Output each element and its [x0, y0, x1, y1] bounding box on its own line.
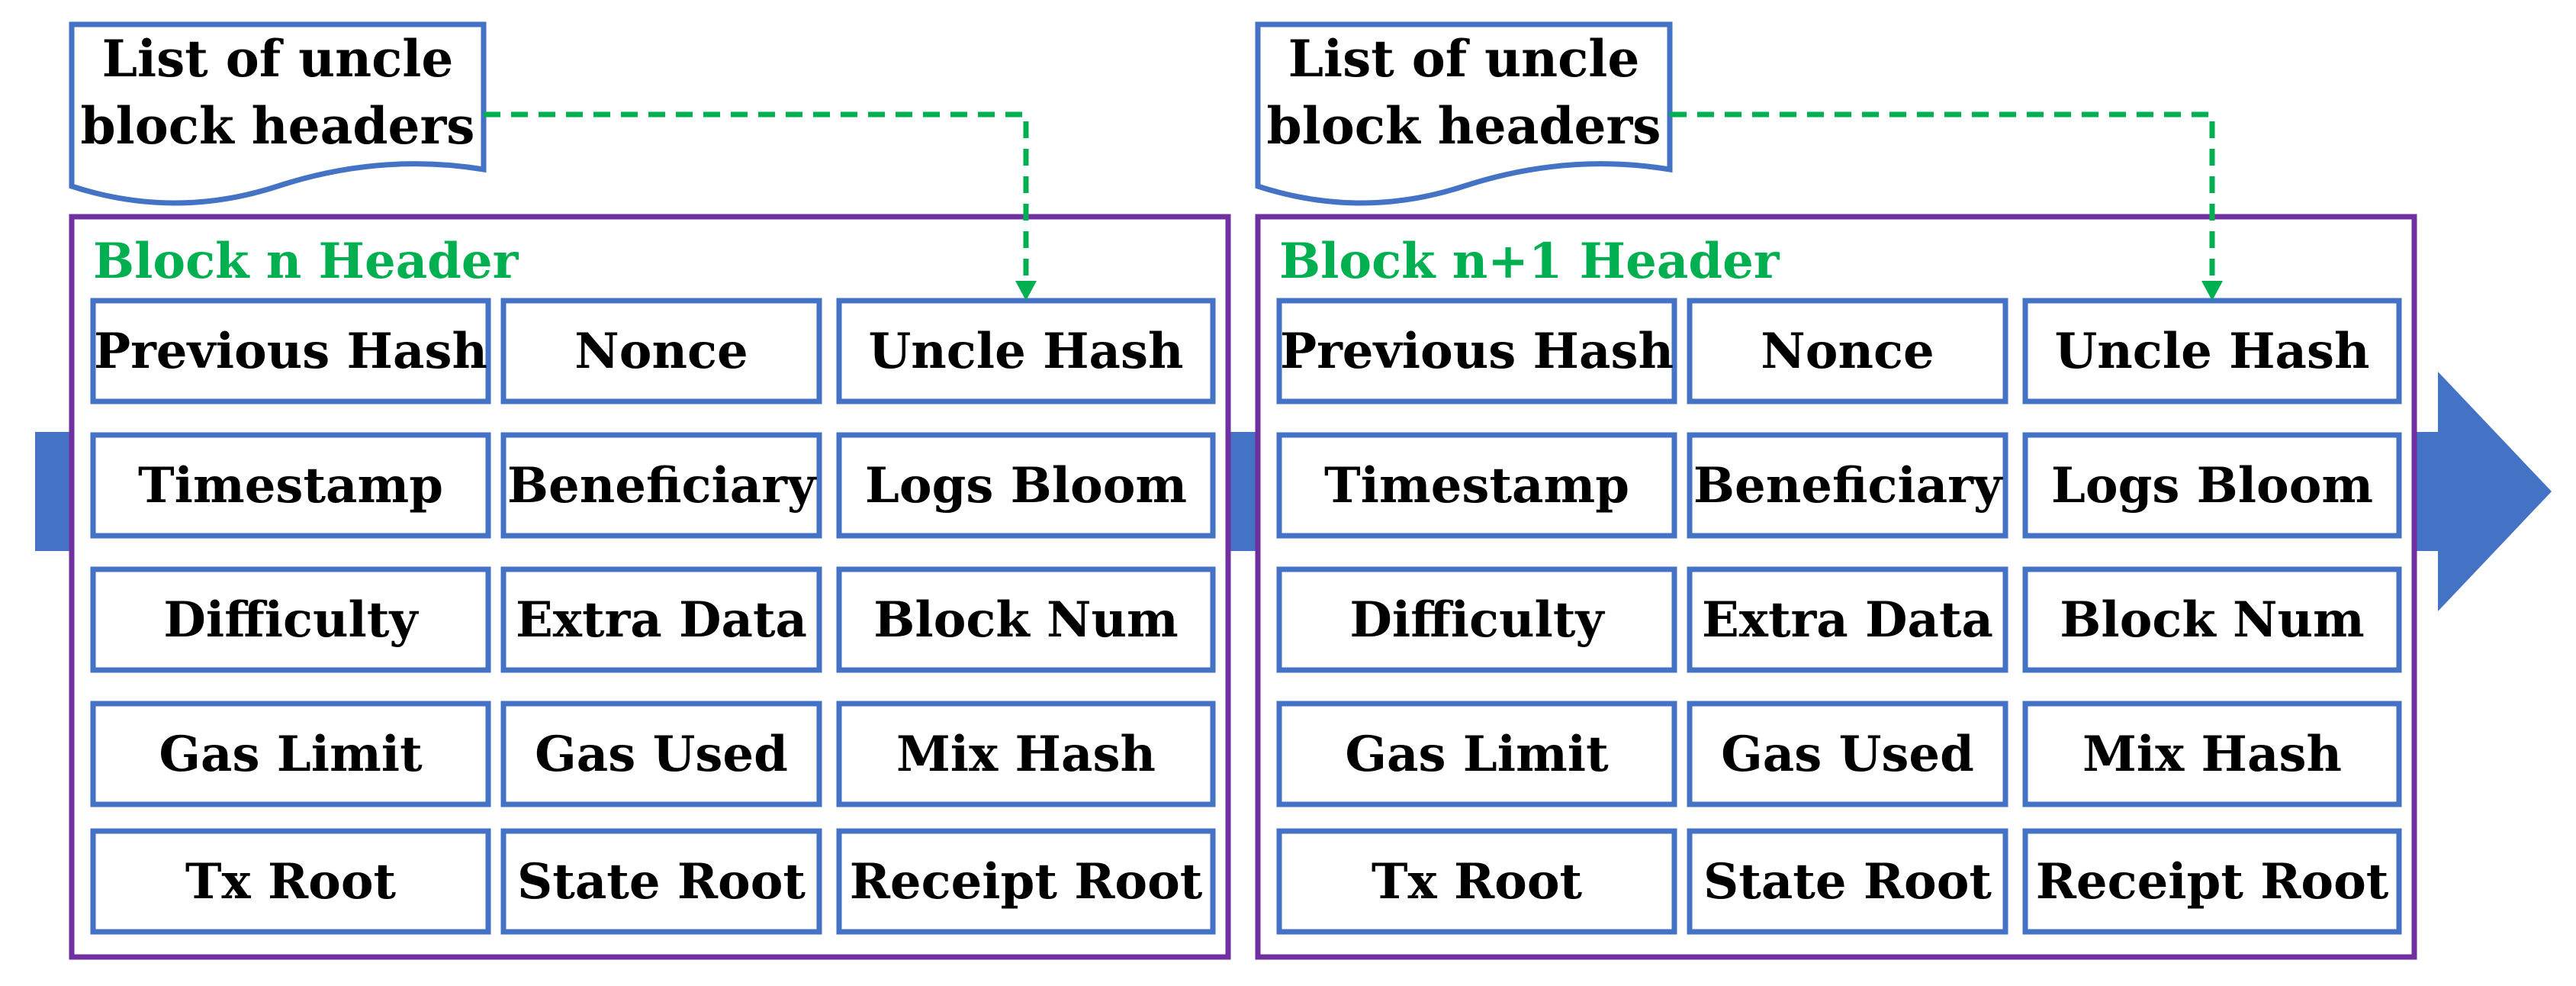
field-label: Tx Root — [185, 853, 397, 910]
uncle-list-label: block headers — [81, 96, 475, 156]
field-label: Previous Hash — [94, 323, 487, 380]
field-label: Gas Limit — [159, 726, 423, 783]
field-label: State Root — [517, 853, 806, 910]
field-label: Mix Hash — [896, 726, 1156, 783]
block-header-title: Block n Header — [93, 233, 519, 290]
field-box — [1687, 566, 2008, 673]
field-label: Difficulty — [163, 591, 419, 649]
field-label: Logs Bloom — [2051, 457, 2373, 514]
field-label: Logs Bloom — [865, 457, 1187, 514]
uncle-list-label: block headers — [1267, 96, 1661, 156]
field-box — [1687, 701, 2008, 807]
uncle-hash-connector — [1670, 111, 2215, 284]
field-box — [836, 701, 1216, 807]
uncle-list-document — [69, 21, 487, 206]
uncle-hash-connector — [484, 111, 1029, 284]
field-box — [500, 432, 822, 539]
field-box — [500, 566, 822, 673]
field-box — [90, 828, 491, 935]
field-box — [90, 566, 491, 673]
uncle-list-document — [1255, 21, 1673, 206]
field-box — [836, 566, 1216, 673]
field-label: State Root — [1703, 853, 1992, 910]
field-label: Beneficiary — [507, 457, 817, 514]
field-label: Timestamp — [138, 457, 443, 514]
field-label: Difficulty — [1349, 591, 1605, 649]
field-box — [90, 701, 491, 807]
field-label: Previous Hash — [1280, 323, 1674, 380]
field-label: Gas Used — [1721, 726, 1974, 783]
field-label: Nonce — [574, 323, 748, 380]
field-label: Gas Limit — [1345, 726, 1609, 783]
field-label: Gas Used — [535, 726, 788, 783]
field-label: Mix Hash — [2082, 726, 2342, 783]
field-box — [2022, 298, 2402, 404]
field-box — [500, 298, 822, 404]
connector-arrowhead — [2201, 281, 2223, 301]
field-label: Uncle Hash — [2054, 323, 2369, 380]
field-box — [2022, 566, 2402, 673]
field-box — [1276, 566, 1677, 673]
field-label: Nonce — [1761, 323, 1934, 380]
field-box — [1687, 432, 2008, 539]
field-box — [1276, 432, 1677, 539]
field-box — [2022, 828, 2402, 935]
field-box — [836, 828, 1216, 935]
field-box — [500, 828, 822, 935]
field-label: Block Num — [873, 591, 1178, 649]
field-box — [1687, 298, 2008, 404]
field-label: Receipt Root — [2036, 853, 2389, 910]
field-label: Tx Root — [1372, 853, 1583, 910]
field-label: Receipt Root — [850, 853, 1203, 910]
field-label: Block Num — [2060, 591, 2364, 649]
block-header-title: Block n+1 Header — [1279, 233, 1780, 290]
field-box — [90, 298, 491, 404]
field-box — [836, 432, 1216, 539]
field-box — [2022, 432, 2402, 539]
field-box — [500, 701, 822, 807]
field-box — [2022, 701, 2402, 807]
field-label: Uncle Hash — [868, 323, 1183, 380]
field-label: Timestamp — [1324, 457, 1629, 514]
field-box — [90, 432, 491, 539]
uncle-list-label: List of uncle — [1288, 29, 1640, 89]
field-label: Extra Data — [1702, 591, 1993, 649]
field-label: Extra Data — [516, 591, 807, 649]
field-label: Beneficiary — [1693, 457, 2003, 514]
field-box — [1276, 298, 1677, 404]
field-box — [1276, 701, 1677, 807]
connector-arrowhead — [1015, 281, 1037, 301]
field-box — [1276, 828, 1677, 935]
field-box — [1687, 828, 2008, 935]
uncle-list-label: List of uncle — [102, 29, 454, 89]
